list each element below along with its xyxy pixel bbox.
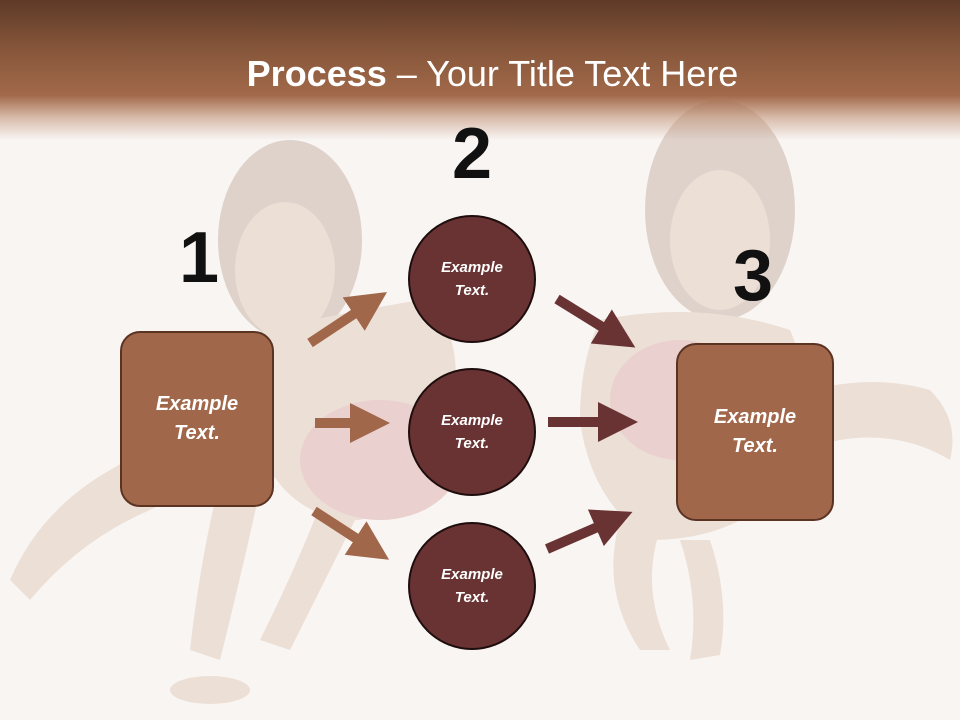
- step-number-2: 2: [451, 114, 493, 194]
- left-box-text: Example Text.: [155, 393, 239, 444]
- circle-middle[interactable]: Example Text.: [408, 368, 536, 496]
- arrow-top-to-right: [554, 294, 636, 348]
- slide-title: Process – Your Title Text Here: [0, 52, 960, 96]
- circle-bottom-text: Example Text.: [441, 566, 503, 606]
- circle-top-text: Example Text.: [441, 259, 503, 299]
- step-number-1: 1: [178, 218, 220, 298]
- right-process-box[interactable]: Example Text.: [676, 343, 834, 521]
- circle-bottom[interactable]: Example Text.: [408, 522, 536, 650]
- right-box-text: Example Text.: [713, 406, 797, 457]
- arrow-left-to-bottom: [311, 506, 390, 560]
- arrow-left-to-top: [307, 292, 388, 348]
- title-strong: Process: [246, 53, 387, 94]
- arrow-bottom-to-right: [545, 509, 633, 554]
- circle-top[interactable]: Example Text.: [408, 215, 536, 343]
- circle-middle-text: Example Text.: [441, 412, 503, 452]
- step-number-3: 3: [732, 236, 774, 316]
- title-rest: – Your Title Text Here: [386, 53, 739, 94]
- left-process-box[interactable]: Example Text.: [120, 331, 274, 507]
- title-band: [0, 0, 960, 140]
